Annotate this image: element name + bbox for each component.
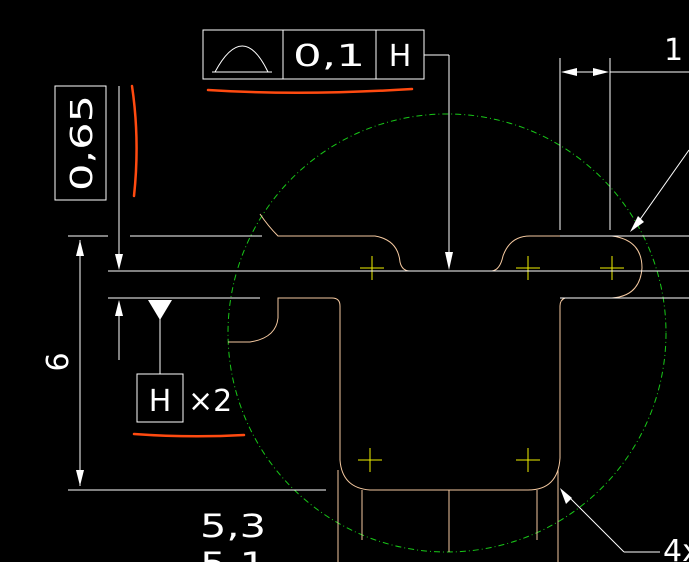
center-mark [360, 256, 384, 280]
markup-strokes [130, 84, 414, 438]
arrowhead [76, 240, 84, 256]
detail-circle [227, 113, 667, 553]
markup-underline [206, 87, 414, 95]
datum-letter: H [149, 384, 172, 419]
center-mark [358, 448, 382, 472]
feature-control-frame: 0,1 H [202, 29, 425, 80]
top-right-dimension-value: 1 [664, 33, 683, 68]
height-dimension-value: 6 [41, 352, 76, 371]
markup-vertical [130, 84, 138, 198]
markup-underline [132, 432, 246, 438]
tolerance-datum: H [389, 39, 412, 74]
datum-label: H ×2 [136, 373, 232, 423]
thickness-dimension: 0,65 [54, 85, 107, 201]
count-note: 4x [663, 534, 689, 562]
part-profile [228, 213, 643, 562]
arrowhead [561, 68, 577, 76]
arrowhead [76, 470, 84, 486]
center-mark [516, 448, 540, 472]
arrowhead [445, 252, 453, 270]
arrowhead [593, 68, 609, 76]
thickness-value: 0,65 [65, 95, 100, 191]
arrowhead [115, 254, 123, 270]
tolerance-value: 0,1 [293, 39, 365, 74]
width-secondary-value: 5,1 [200, 545, 266, 562]
datum-multiplier: ×2 [188, 384, 232, 419]
profile-of-a-line-icon [214, 45, 269, 73]
arrowhead [560, 488, 572, 504]
center-mark [516, 256, 540, 280]
dimension-lines [68, 54, 689, 553]
center-marks [358, 256, 624, 472]
arrowhead [115, 300, 123, 316]
arrowheads [76, 68, 644, 504]
center-mark [600, 256, 624, 280]
arrowhead [630, 216, 644, 232]
width-dimension-value: 5,3 [200, 507, 266, 545]
datum-triangle [148, 300, 172, 320]
